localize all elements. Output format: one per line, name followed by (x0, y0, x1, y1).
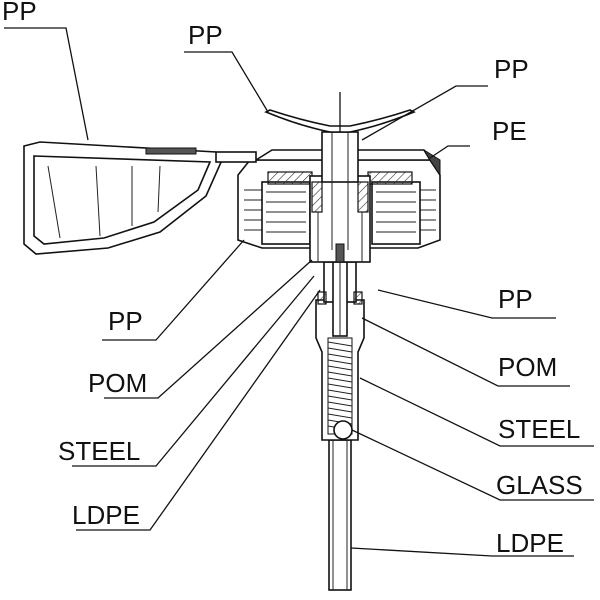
dip-tube (328, 439, 352, 591)
label-steel-right: STEEL (498, 414, 580, 444)
label-ldpe-left: LDPE (72, 500, 140, 530)
label-pp-stem: PP (494, 54, 529, 84)
spring (327, 337, 353, 435)
label-pp-saucer: PP (188, 20, 223, 50)
actuator-nozzle (23, 141, 257, 255)
label-glass-right: GLASS (496, 470, 583, 500)
pump-body-upper (309, 175, 371, 263)
label-pom-right: POM (498, 352, 557, 382)
label-steel-left: STEEL (58, 436, 140, 466)
glass-ball (333, 420, 353, 440)
label-pp-nozzle: PP (2, 0, 37, 26)
label-pom-left: POM (88, 368, 147, 398)
label-pe-cap: PE (492, 116, 527, 146)
label-pp-left: PP (108, 306, 143, 336)
leader-lines (4, 27, 594, 557)
pump-cylinder (315, 261, 365, 441)
label-ldpe-right: LDPE (496, 528, 564, 558)
actuator-saucer (264, 92, 416, 133)
label-pp-right: PP (498, 284, 533, 314)
